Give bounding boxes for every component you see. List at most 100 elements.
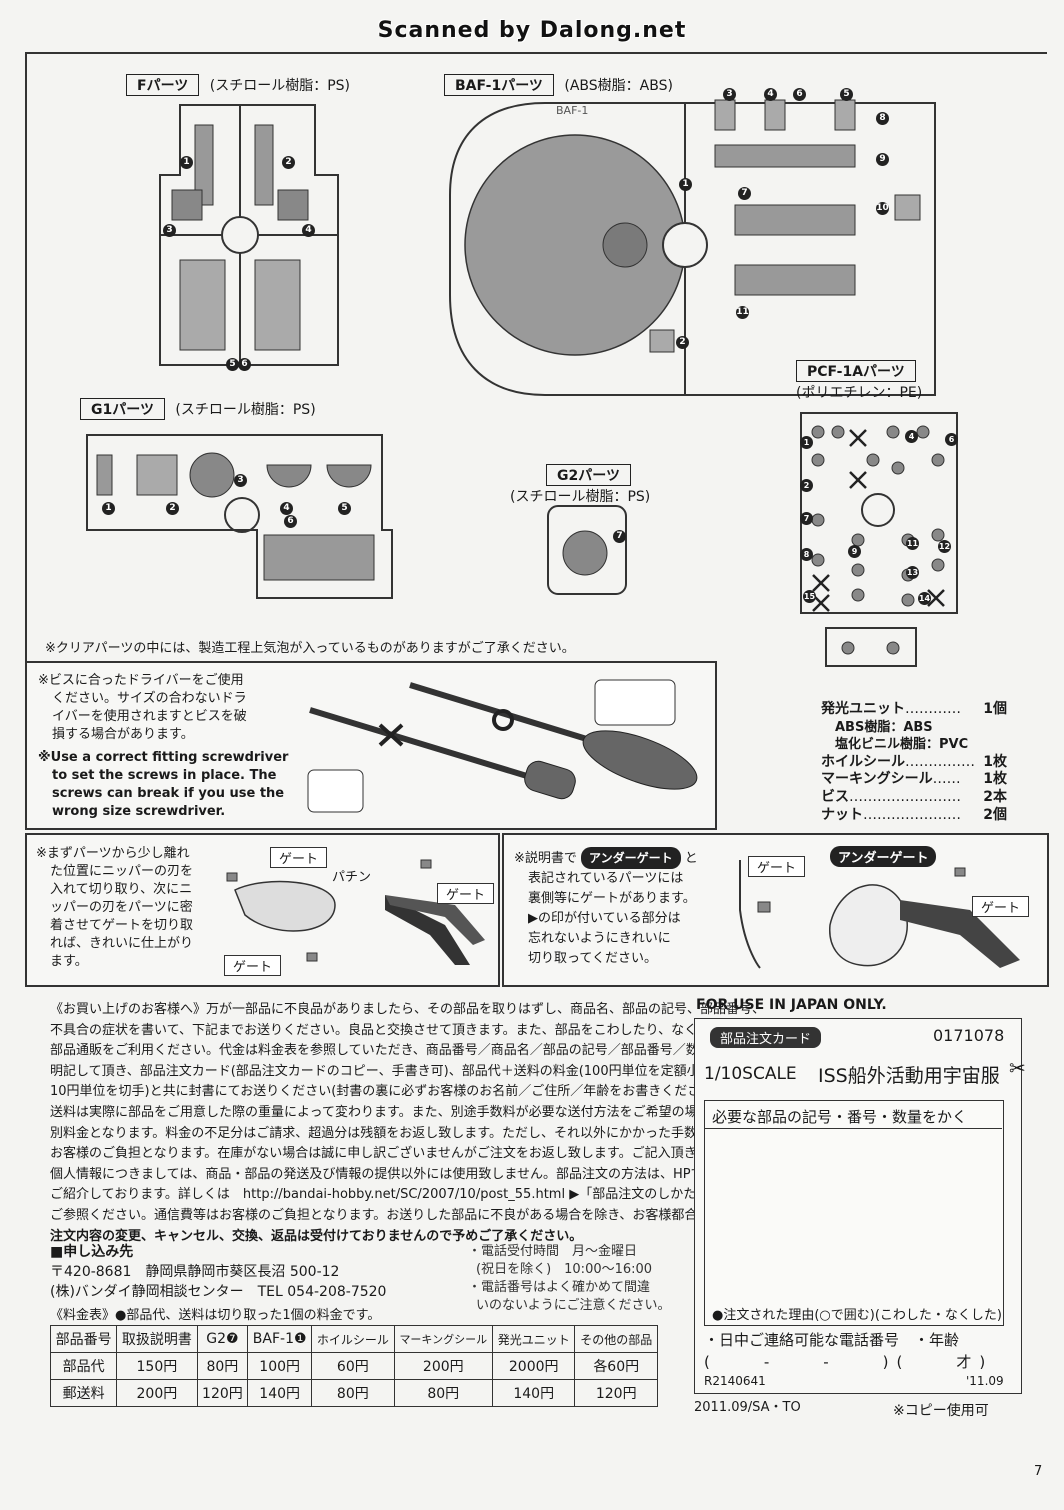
cutting-line: た位置にニッパーの刃を <box>50 864 194 879</box>
cutting-illustration <box>226 859 485 965</box>
accessory-row: 塩化ビニル樹脂：PVC <box>821 736 1007 754</box>
fee-table: 部品番号 取扱説明書 G2❼ BAF-1❶ ホイルシール マーキングシール 発光… <box>49 1325 658 1407</box>
undergate-note: ※説明書で アンダーゲート と 表記されているパーツには 裏側等にゲートがありま… <box>514 847 698 969</box>
pcf-part-number: 15 <box>803 590 816 603</box>
undergate-line: ▶の印が付いている部分は <box>528 911 681 926</box>
f-parts-runner <box>159 104 339 366</box>
phone-hours: ・電話受付時間 月～金曜日 (祝日を除く) 10:00～16:00 ・電話番号は… <box>468 1243 670 1315</box>
accessory-dots: …………… <box>905 753 975 770</box>
fee-cell: 140円 <box>247 1379 313 1407</box>
notice-line: 注文内容の変更、キャンセル、交換、返品は受付けておりませんので予めご了承ください… <box>50 1228 583 1244</box>
fee-row-parts: 部品代 150円 80円 100円 60円 200円 2000円 各60円 <box>49 1352 658 1380</box>
fee-header-cell: ホイルシール <box>311 1325 395 1353</box>
g1-part-number-5: 5 <box>338 502 351 515</box>
g1-part-number-2: 2 <box>166 502 179 515</box>
f-part-number-3: 3 <box>163 224 176 237</box>
cutting-line: れば、きれいに仕上がり <box>50 936 194 951</box>
g2-parts-tag: G2パーツ <box>546 464 631 486</box>
undergate-gate-label-left: ゲート <box>748 856 806 877</box>
screwdriver-jp-line: ※ビスに合ったドライバーをご使用 <box>38 673 244 688</box>
order-card-title: 部品注文カード <box>710 1027 822 1048</box>
baf-part-number-5: 5 <box>840 88 853 101</box>
fee-row-shipping: 郵送料 200円 120円 140円 80円 80円 140円 120円 <box>49 1379 658 1407</box>
baf-part-number-8: 8 <box>876 112 889 125</box>
order-card-phone-field[interactable]: ( - - )( 才) <box>704 1353 994 1371</box>
scan-credit: Scanned by Dalong.net <box>377 18 687 43</box>
g2-parts-label: G2パーツ (スチロール樹脂：PS) <box>510 464 650 506</box>
accessory-name: マーキングシール <box>821 771 933 788</box>
screwdriver-jp-line: ください。サイズの合わないドラ <box>52 691 247 706</box>
accessory-qty: 2本 <box>983 788 1007 805</box>
fee-header-cell: 発光ユニット <box>491 1325 576 1353</box>
notice-line: 不具合の症状を書いて、下記までお送りください。良品と交換させて頂きます。また、部… <box>50 1022 763 1038</box>
g2-parts-runner <box>547 505 627 595</box>
undergate-pill-inline: アンダーゲート <box>581 847 681 869</box>
f-part-number-4: 4 <box>302 224 315 237</box>
undergate-line-1b: と <box>684 851 698 866</box>
accessory-row: ナット………………… 2個 <box>821 807 1007 825</box>
fee-cell: 100円 <box>247 1352 313 1380</box>
baf-frame-label: BAF-1 <box>556 104 589 117</box>
pcf-part-number: 4 <box>905 430 918 443</box>
baf-part-number-3: 3 <box>723 88 736 101</box>
accessory-row: ABS樹脂：ABS <box>821 719 1007 737</box>
contact-company: (株)バンダイ静岡相談センター TEL 054-208-7520 <box>50 1284 387 1300</box>
pcf-part-number: 9 <box>848 545 861 558</box>
g1-part-number-6: 6 <box>284 515 297 528</box>
accessory-row: 発光ユニット…………1個 <box>821 701 1007 719</box>
accessory-qty: 1個 <box>983 701 1007 717</box>
gate-label-right: ゲート <box>437 883 495 904</box>
gate-label-top: ゲート <box>270 847 328 868</box>
f-part-number-2: 2 <box>282 156 295 169</box>
fee-header-cell: その他の部品 <box>574 1325 658 1353</box>
notice-line: 10円単位を切手)と共に封書にてお送りください(封書の裏に必ずお客様のお名前／ご… <box>50 1084 732 1100</box>
notice-line: 《お買い上げのお客様へ》万が一部品に不良品がありましたら、その部品を取りはずし、… <box>50 1002 766 1017</box>
screwdriver-en-line: to set the screws in place. The <box>52 768 277 783</box>
accessory-name: 塩化ビニル樹脂：PVC <box>835 737 969 753</box>
baf-part-number-10: 10 <box>876 202 889 215</box>
g1-parts-label: G1パーツ (スチロール樹脂：PS) <box>80 398 316 420</box>
screwdriver-en-line: ※Use a correct fitting screwdriver <box>38 750 289 765</box>
baf-part-number-2: 2 <box>676 336 689 349</box>
cutting-line: 入れて切り取り、次にニ <box>50 882 193 897</box>
fee-header-cell: 取扱説明書 <box>116 1325 198 1353</box>
undergate-line-1: ※説明書で アンダーゲート と <box>514 847 698 869</box>
contact-address: 〒420-8681 静岡県静岡市葵区長沼 500-12 <box>50 1264 340 1280</box>
screwdriver-en-line: wrong size screwdriver. <box>52 804 226 819</box>
hours-line: ・電話受付時間 月～金曜日 <box>468 1244 638 1259</box>
order-card-fill-divider <box>704 1128 1002 1129</box>
accessory-qty: 2個 <box>983 806 1007 823</box>
baf-part-number-4: 4 <box>764 88 777 101</box>
notice-line: お客様のご負担となります。在庫がない場合は誠に申し訳ございませんがご注文をお返し… <box>50 1146 736 1162</box>
notice-line: ご紹介しております。詳しくは http://bandai-hobby.net/S… <box>50 1187 723 1203</box>
hours-line: ・電話番号はよく確かめて間違 <box>468 1280 651 1295</box>
pcf-parts-label: PCF-1Aパーツ (ポリエチレン：PE) <box>796 360 922 402</box>
baf-parts-tag: BAF-1パーツ <box>444 74 554 96</box>
pcf-part-number: 14 <box>918 592 931 605</box>
customer-notice: 《お買い上げのお客様へ》万が一部品に不良品がありましたら、その部品を取りはずし、… <box>50 1000 765 1247</box>
accessory-row: マーキングシール……1枚 <box>821 771 1007 789</box>
fee-cell: 200円 <box>116 1379 198 1407</box>
cutting-line: ッパーの刃をパーツに密 <box>50 900 193 915</box>
accessory-name: ナット <box>821 806 863 823</box>
fee-header-cell: 部品番号 <box>49 1325 118 1353</box>
accessory-row: ビス……………………2本 <box>821 789 1007 807</box>
notice-line: ご参照ください。通信費等はお客様のご負担となります。お送りした部品に不良がある場… <box>50 1207 724 1223</box>
parts-area <box>25 52 1047 662</box>
screwdriver-illustration <box>307 679 698 813</box>
accessory-dots: ………………… <box>863 806 961 823</box>
fee-cell: 120円 <box>196 1379 249 1407</box>
baf-part-number-6: 6 <box>793 88 806 101</box>
fee-cell: 80円 <box>311 1379 395 1407</box>
g2-parts-material: (スチロール樹脂：PS) <box>510 489 651 505</box>
notice-line: 個人情報につきましては、商品・部品の発送及び情報の提供以外には使用致しません。部… <box>50 1166 717 1182</box>
footer-code: 2011.09/SA・TO <box>694 1400 801 1415</box>
order-card-fill-label: 必要な部品の記号・番号・数量をかく <box>712 1108 968 1126</box>
g2-part-number-7: 7 <box>613 530 626 543</box>
undergate-pill-title: アンダーゲート <box>830 846 937 867</box>
order-card-fill-area[interactable] <box>704 1100 1004 1326</box>
accessory-name: ABS樹脂：ABS <box>835 719 933 735</box>
accessory-name: ホイルシール <box>821 753 905 770</box>
fee-cell: 150円 <box>116 1352 198 1380</box>
page-number: 7 <box>1034 1464 1043 1479</box>
